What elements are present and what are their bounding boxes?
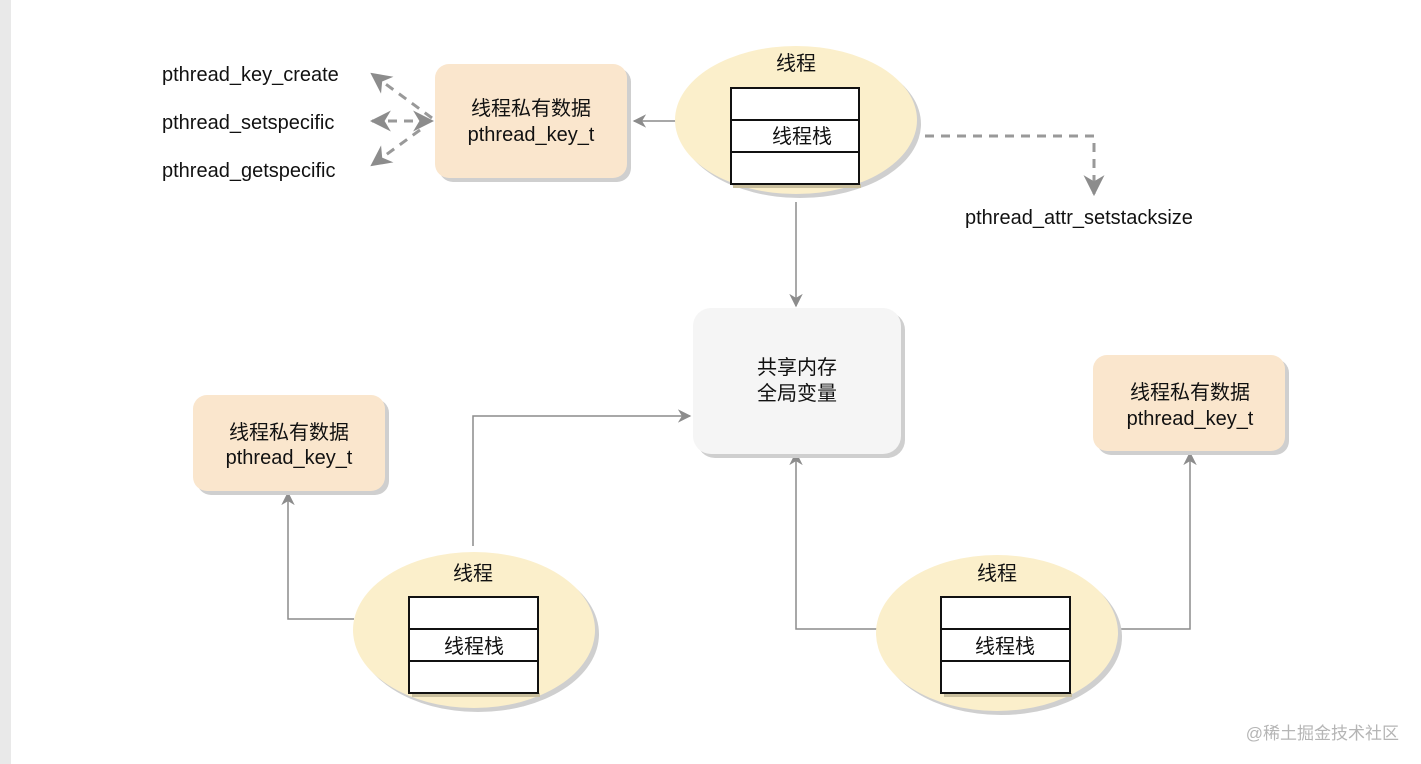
thread-right-title: 线程 (977, 562, 1017, 585)
tls-right-type: pthread_key_t (1127, 408, 1254, 430)
edge-left-thread-to-shared-memory (472, 409, 692, 546)
tls-left-type: pthread_key_t (226, 447, 353, 469)
label-pthread-setspecific: pthread_setspecific (162, 112, 334, 134)
shared-memory-subtitle: 全局变量 (757, 382, 837, 405)
thread-main-stack-label: 线程栈 (772, 125, 832, 148)
label-pthread-key-create: pthread_key_create (162, 64, 339, 86)
tls-right-title: 线程私有数据 (1130, 381, 1250, 404)
thread-node-right: 线程 线程栈 (876, 555, 1122, 715)
edge-right-thread-to-tls-right (1118, 451, 1197, 630)
tls-left-title: 线程私有数据 (229, 421, 349, 444)
thread-right-stack-label: 线程栈 (975, 635, 1035, 658)
shared-memory-box: 共享内存 全局变量 (693, 308, 905, 458)
thread-node-main: 线程 线程栈 (675, 46, 921, 198)
label-pthread-getspecific: pthread_getspecific (162, 160, 335, 182)
edge-stack-to-setstacksize (861, 134, 1105, 197)
tls-top-title: 线程私有数据 (471, 97, 591, 120)
thread-node-left: 线程 线程栈 (353, 552, 599, 712)
edge-tls-to-getspecific (370, 128, 421, 167)
shared-memory-title: 共享内存 (757, 356, 837, 379)
edge-right-thread-to-shared-memory (789, 451, 877, 630)
thread-main-stack: 线程栈 (730, 87, 861, 188)
tls-top-type: pthread_key_t (468, 124, 595, 146)
tls-box-top: 线程私有数据 pthread_key_t (435, 64, 631, 182)
thread-left-title: 线程 (453, 562, 493, 585)
thread-right-stack: 线程栈 (940, 596, 1072, 697)
page-left-border (0, 0, 11, 764)
thread-left-stack-label: 线程栈 (444, 635, 504, 658)
edge-left-thread-to-tls-left (281, 491, 354, 620)
watermark: @稀土掘金技术社区 (1245, 724, 1399, 743)
thread-main-title: 线程 (776, 52, 816, 75)
label-pthread-attr-setstacksize: pthread_attr_setstacksize (965, 207, 1193, 229)
tls-box-left: 线程私有数据 pthread_key_t (193, 395, 389, 495)
tls-box-right: 线程私有数据 pthread_key_t (1093, 355, 1289, 455)
edge-tls-to-key-create (370, 72, 433, 120)
connectors (281, 72, 1197, 630)
thread-left-stack: 线程栈 (408, 596, 540, 697)
